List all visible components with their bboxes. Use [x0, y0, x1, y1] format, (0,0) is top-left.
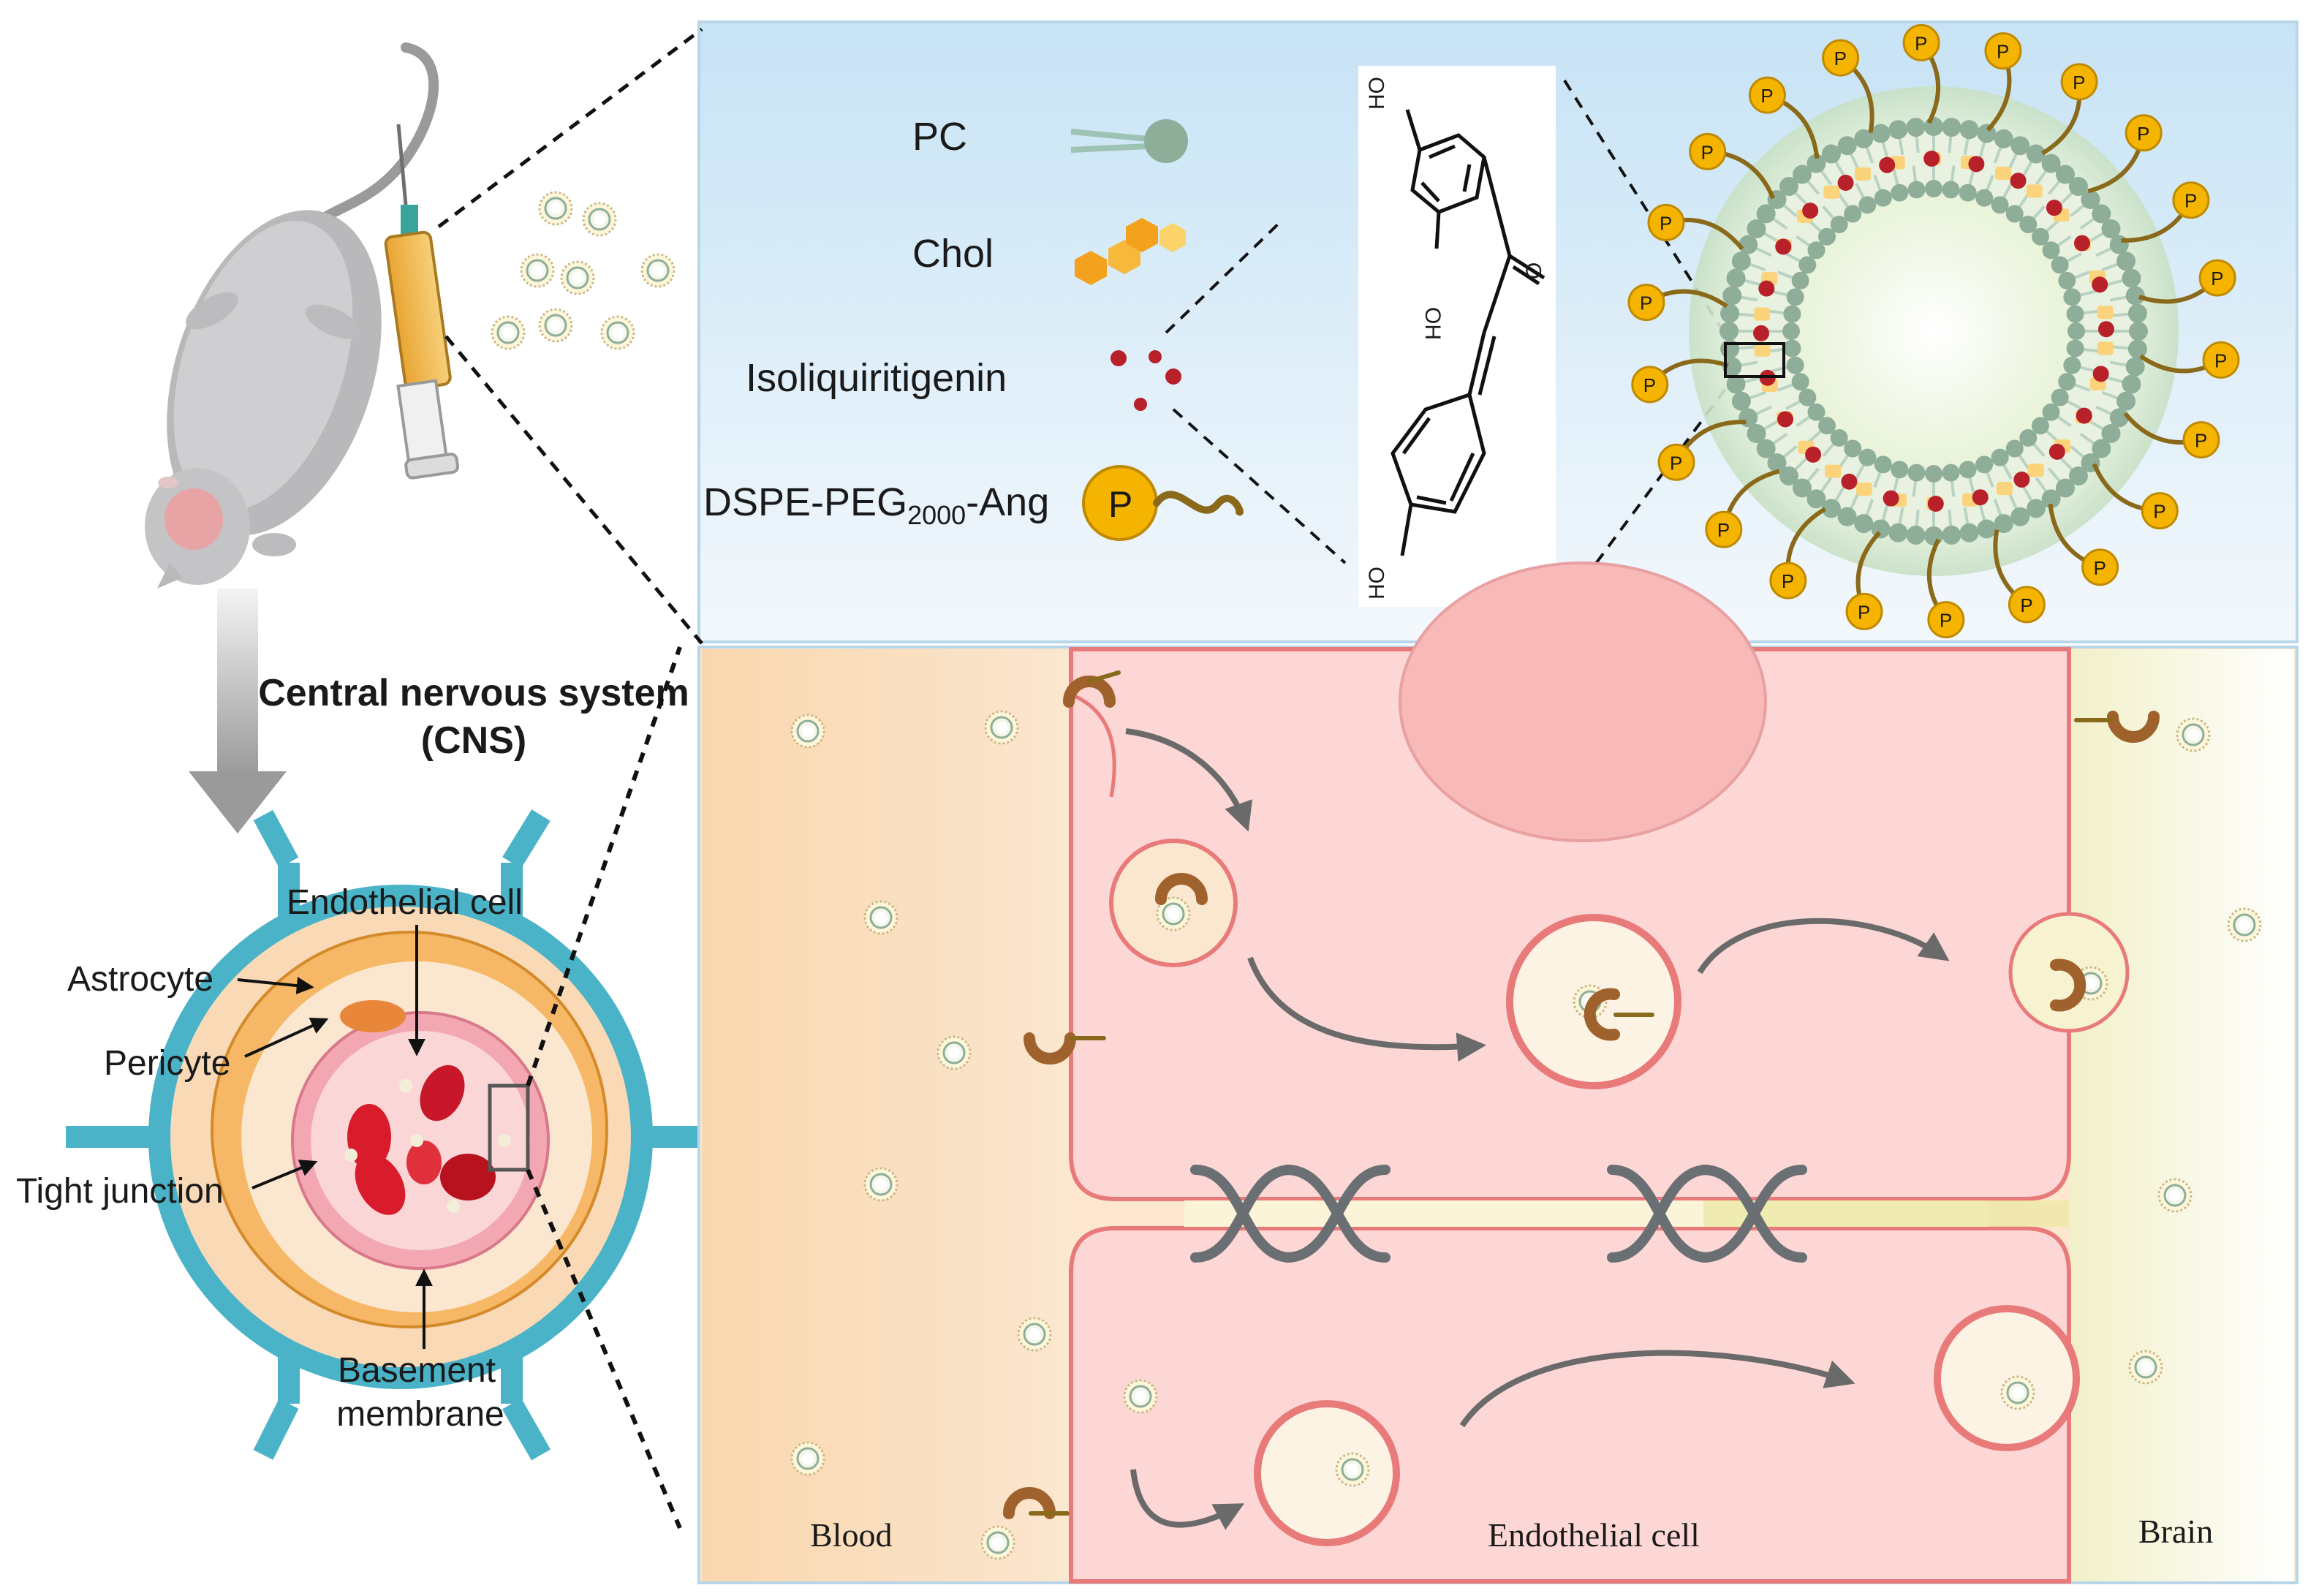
label-astrocyte: Astrocyte: [67, 960, 213, 999]
zoom-line-2: [1172, 408, 1347, 564]
molecule-oh-top: HO: [1365, 77, 1389, 110]
syringe-illustration: [384, 124, 460, 480]
zoom-line-1: [1165, 218, 1284, 334]
svg-text:P: P: [2094, 557, 2106, 579]
isoliquiritigenin-structure: [1391, 109, 1545, 556]
svg-text:P: P: [2195, 430, 2207, 452]
svg-text:P: P: [1782, 570, 1794, 592]
arrow-pericyte: [244, 1018, 329, 1058]
endosome-2: [1254, 1400, 1400, 1546]
svg-text:P: P: [1858, 601, 1870, 623]
molecule-oh-middle: OH: [1420, 307, 1445, 340]
pc-lipid-icon: [1070, 119, 1188, 163]
label-blood: Blood: [810, 1516, 892, 1554]
bbb-cross-section: [66, 809, 698, 1461]
molecule-oh-bottom: HO: [1365, 567, 1389, 600]
label-tight-junction: Tight junction: [16, 1172, 224, 1211]
svg-text:P: P: [1670, 452, 1682, 474]
tight-junction-proteins-1: [1190, 1165, 1391, 1263]
bbb-zoom-line-upper: [526, 646, 682, 1086]
legend-pc-label: PC: [912, 115, 967, 159]
svg-text:P: P: [1834, 48, 1847, 69]
legend-dspe-label: DSPE-PEG2000-Ang: [703, 480, 1049, 530]
nucleus: [1399, 561, 1767, 842]
cns-title-line1: Central nervous system: [258, 672, 689, 714]
legend-chol-label: Chol: [912, 232, 994, 276]
svg-text:P: P: [2214, 349, 2227, 371]
cns-title-line2: (CNS): [421, 719, 526, 762]
tight-junction-proteins-2: [1607, 1165, 1807, 1263]
svg-text:P: P: [1760, 85, 1773, 107]
molecule-panel: [1358, 66, 1556, 607]
svg-text:P: P: [2020, 594, 2032, 616]
mouse-illustration: [145, 42, 439, 589]
syringe-zoom-line-lower: [444, 335, 703, 645]
peg-ang-icon: P: [1082, 465, 1244, 541]
budding-vesicle: [1109, 839, 1238, 967]
injected-liposomes: [491, 191, 676, 350]
svg-text:P: P: [1717, 519, 1730, 541]
endosome-3: [1934, 1305, 2080, 1451]
label-basement-line1: Basement: [338, 1351, 496, 1390]
label-endothelial-cell-left: Endothelial cell: [287, 883, 523, 922]
down-arrow: [189, 589, 287, 833]
liposome: P P P P P P P P P P P P P P P P P P P P P P: [1627, 23, 2240, 639]
legend-isoliquiritigenin-label: Isoliquiritigenin: [746, 356, 1007, 400]
svg-text:P: P: [2211, 268, 2223, 290]
label-endothelial-cell: Endothelial cell: [1488, 1516, 1700, 1554]
svg-text:P: P: [1940, 610, 1952, 632]
svg-text:P: P: [2073, 72, 2085, 94]
svg-text:P: P: [1997, 41, 2009, 63]
zoom-box: [1724, 342, 1785, 378]
invagination-1: [1070, 692, 1116, 798]
peg-marker-label: P: [1108, 484, 1132, 525]
svg-text:P: P: [2184, 190, 2197, 212]
label-pericyte: Pericyte: [104, 1044, 230, 1083]
receptors: [1003, 670, 2160, 1519]
svg-text:P: P: [1915, 32, 1927, 54]
arrow-astrocyte: [237, 977, 314, 995]
brain-region: [2069, 649, 2294, 1581]
molecule-carbonyl-o: O: [1522, 262, 1546, 279]
cholesterol-icon: [1075, 218, 1186, 285]
svg-text:P: P: [2137, 123, 2149, 145]
syringe-zoom-line-upper: [437, 28, 703, 228]
bbb-zoom-box: [488, 1083, 530, 1172]
transcytosis-arrows: [1125, 728, 1950, 1530]
label-basement-line2: membrane: [336, 1395, 504, 1434]
zoom-line-3: [1563, 79, 1733, 345]
svg-text:P: P: [1640, 292, 1652, 314]
svg-text:P: P: [1701, 141, 1714, 163]
arrow-tight-junction: [251, 1160, 318, 1190]
isoliquiritigenin-dots-icon: [1111, 350, 1181, 411]
peg-ang-ligands: P P P P P P P P P P P P P P P P P P P P P P: [1627, 23, 2240, 639]
svg-text:P: P: [2153, 501, 2165, 523]
blood-region: [702, 649, 1067, 1581]
bbb-zoom-line-lower: [526, 1168, 682, 1529]
svg-text:P: P: [1643, 374, 1656, 396]
svg-text:P: P: [1660, 212, 1672, 234]
label-brain: Brain: [2138, 1513, 2213, 1550]
